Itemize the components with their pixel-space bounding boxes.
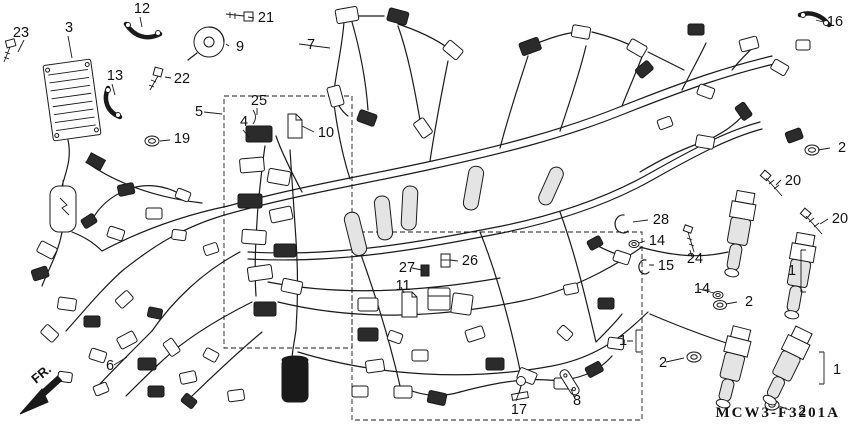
- callout-15: 15: [657, 258, 675, 274]
- clip-25: [252, 109, 256, 125]
- callout-1b: 1: [618, 333, 628, 349]
- callout-5: 5: [194, 104, 204, 120]
- ignition-coil-4: [762, 325, 813, 406]
- tag-11: [401, 291, 418, 318]
- callout-2d: 2: [797, 403, 807, 419]
- clip-26: [440, 253, 451, 268]
- callout-14a: 14: [648, 233, 666, 249]
- tag-10: [287, 113, 303, 139]
- harness-tubes: [343, 165, 564, 257]
- callout-16: 16: [826, 14, 844, 30]
- callout-19: 19: [173, 131, 191, 147]
- callout-2a: 2: [837, 140, 847, 156]
- callout-23: 23: [12, 25, 30, 41]
- bracket-13: [103, 85, 123, 120]
- callout-11: 11: [395, 278, 411, 294]
- clip-27: [420, 264, 430, 277]
- callout-22: 22: [173, 71, 191, 87]
- callout-13: 13: [106, 68, 124, 84]
- rings-and-clamps: [144, 135, 820, 411]
- callout-28: 28: [652, 212, 670, 228]
- ignition-coil-2: [784, 231, 817, 320]
- clamp-17: [511, 376, 529, 401]
- callout-1a: 1: [787, 263, 797, 279]
- callout-9: 9: [235, 39, 245, 55]
- callout-20a: 20: [784, 173, 802, 189]
- ignition-coil-1: [724, 189, 757, 278]
- relay-boxes: [427, 287, 474, 316]
- regulator-rectifier: [42, 58, 107, 233]
- callout-4: 4: [239, 114, 249, 130]
- bolts: [3, 11, 823, 253]
- bracket-12: [123, 21, 163, 40]
- callout-24: 24: [686, 251, 704, 267]
- leader-lines: [17, 16, 831, 411]
- strip-8: [559, 369, 580, 396]
- callout-1c: 1: [832, 362, 842, 378]
- callout-26: 26: [461, 253, 479, 269]
- bracket-16: [797, 11, 832, 28]
- callout-2c: 2: [658, 355, 668, 371]
- fr-direction-arrow: FR.: [19, 361, 63, 415]
- callout-8: 8: [572, 393, 582, 409]
- horn: [187, 26, 225, 61]
- dashed-boxes: [223, 95, 643, 421]
- callout-21: 21: [257, 10, 275, 26]
- callout-12: 12: [133, 1, 151, 17]
- callout-27: 27: [398, 260, 416, 276]
- callout-14b: 14: [693, 281, 711, 297]
- callout-25: 25: [250, 93, 268, 109]
- connector-blocks: [30, 6, 811, 409]
- canister: [281, 355, 309, 403]
- ignition-coil-3: [715, 325, 752, 409]
- callout-2b: 2: [744, 294, 754, 310]
- callout-3: 3: [64, 20, 74, 36]
- callout-17: 17: [510, 402, 528, 418]
- callout-7: 7: [306, 37, 316, 53]
- callout-20b: 20: [831, 211, 849, 227]
- callout-6: 6: [105, 358, 115, 374]
- part-code: MCW3-F3201A: [715, 405, 840, 421]
- callout-10: 10: [317, 125, 335, 141]
